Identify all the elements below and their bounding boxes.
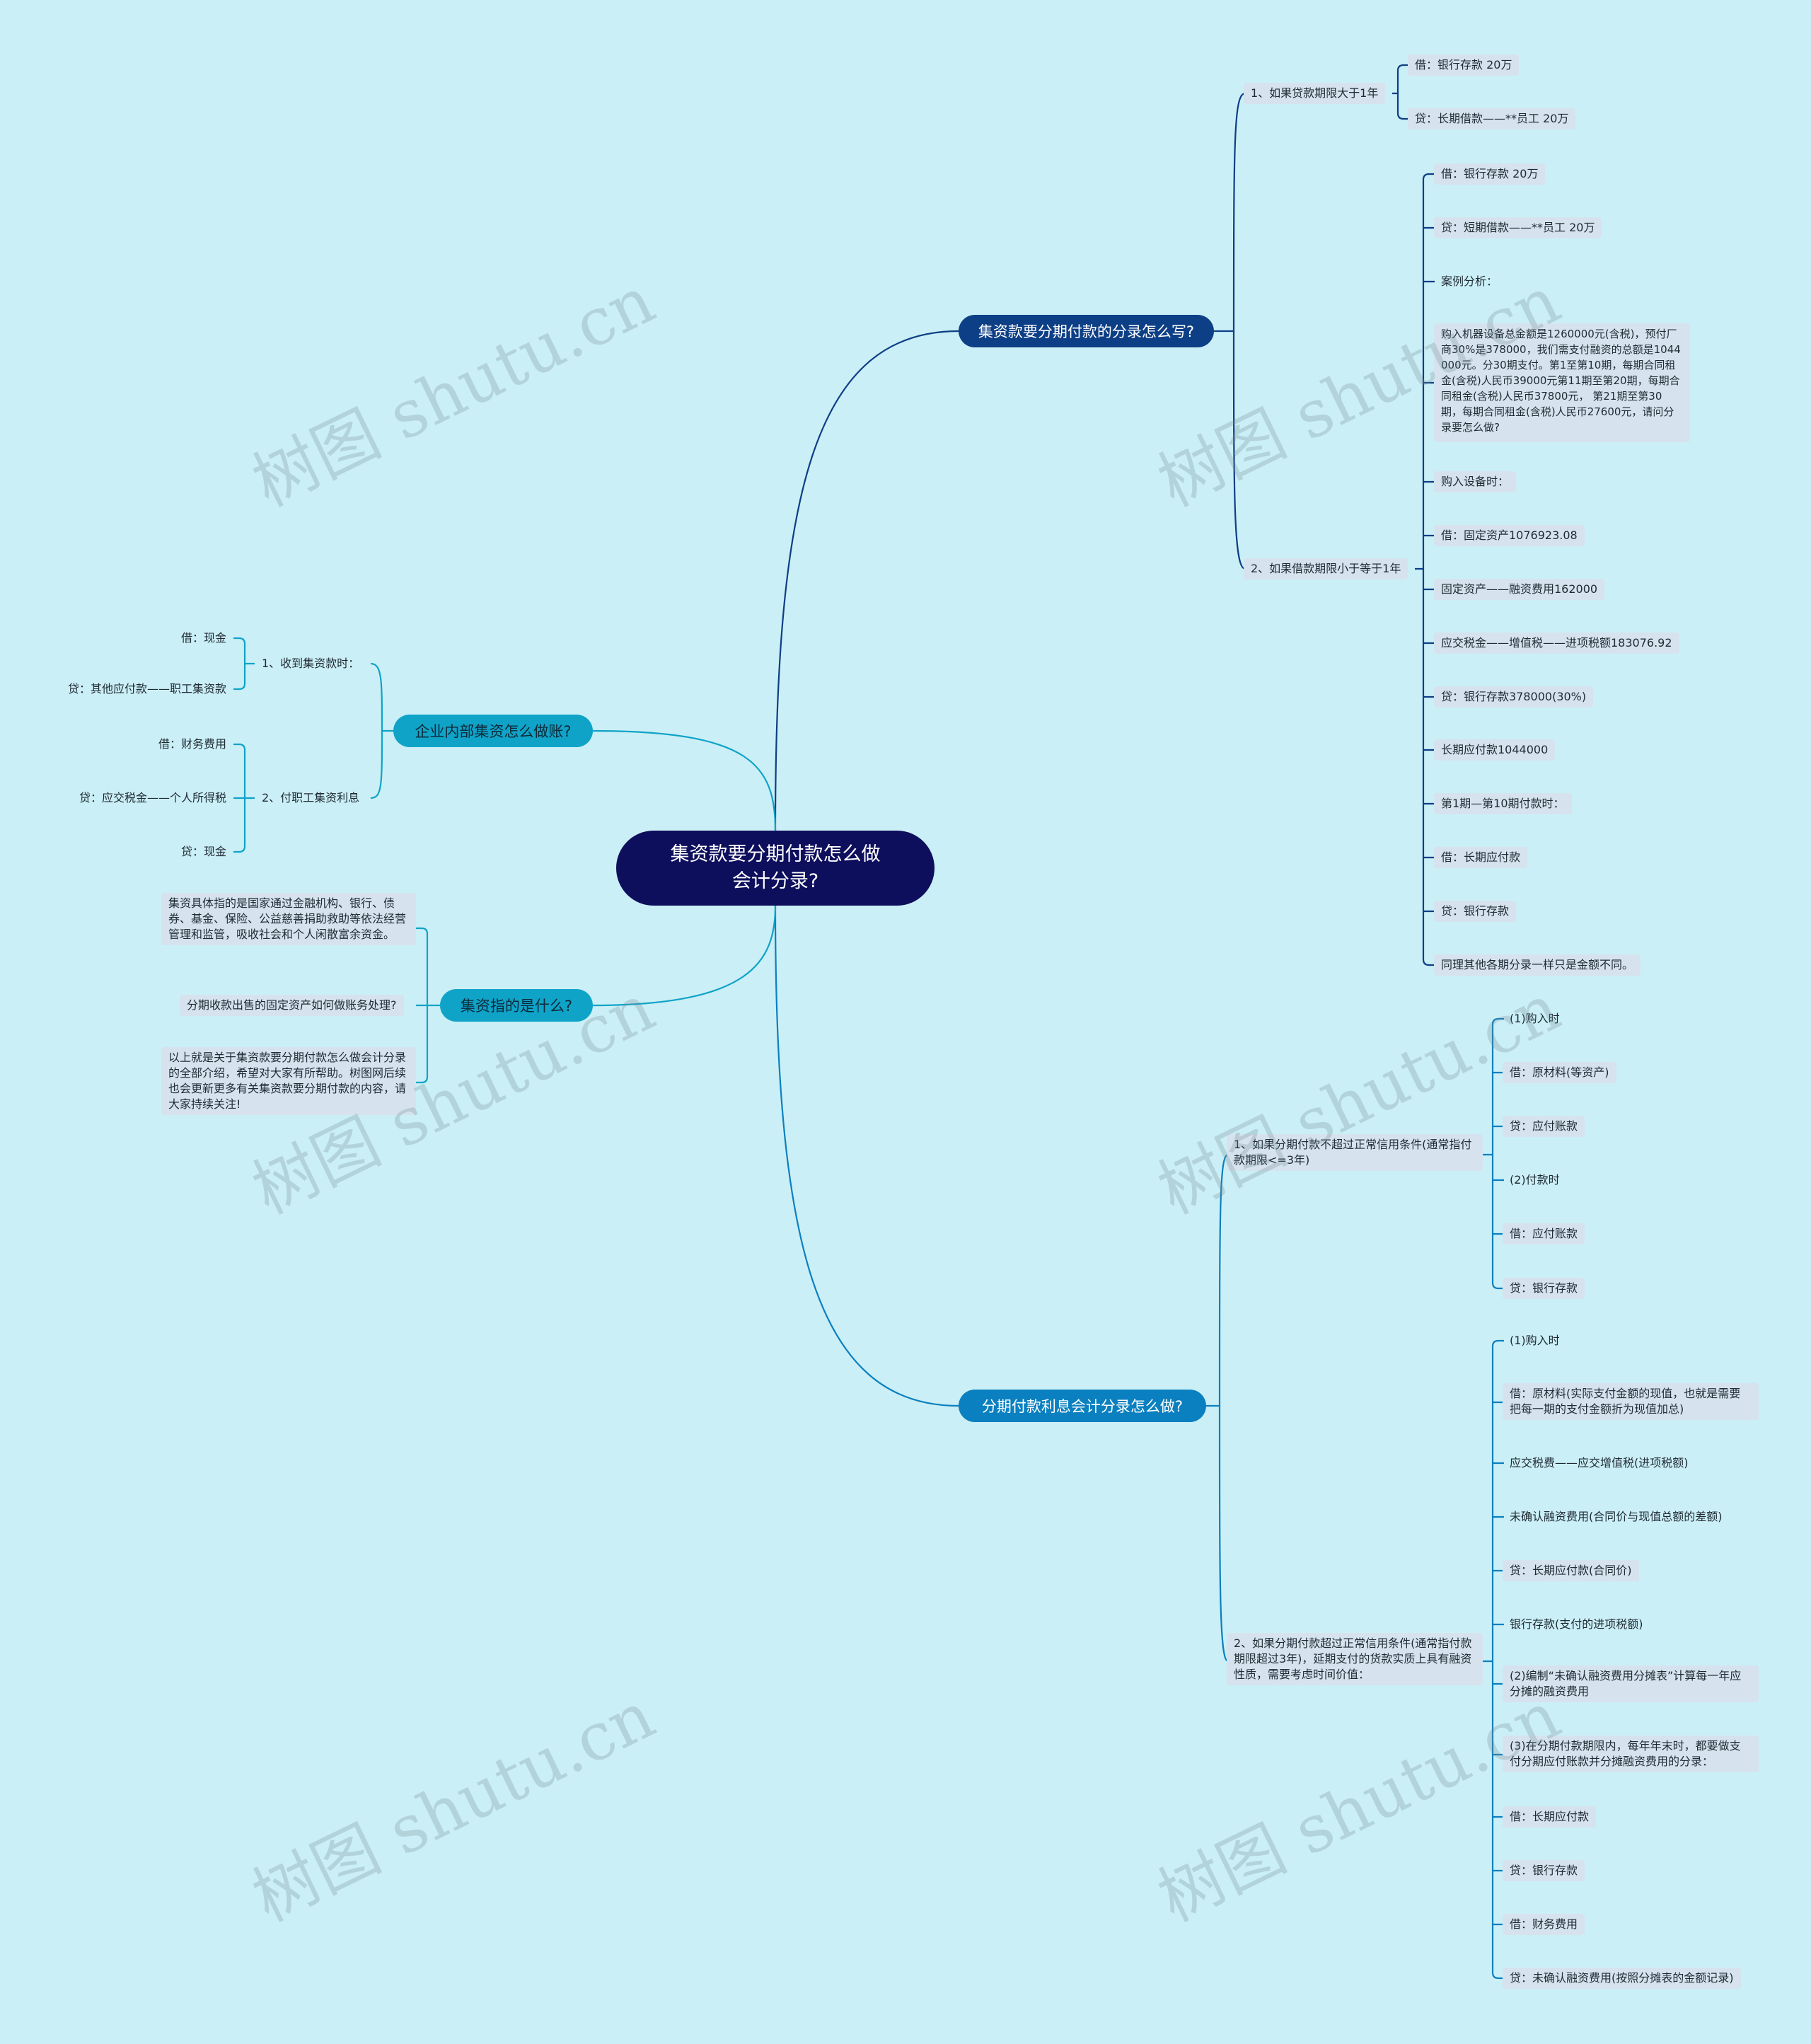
b2-sub2-leaf-8[interactable]: (3)在分期付款期限内，每年年末时，都要做支付分期应付账款并分摊融资费用的分录： (1503, 1736, 1759, 1772)
branch-installment-interest[interactable]: 分期付款利息会计分录怎么做? (959, 1390, 1206, 1422)
b1-sub2-leaf-12[interactable]: 借：长期应付款 (1434, 847, 1528, 868)
b1-sub-within-1-year[interactable]: 2、如果借款期限小于等于1年 (1244, 558, 1408, 579)
b2-sub2-leaf-10[interactable]: 贷：银行存款 (1503, 1860, 1585, 1881)
b2-sub1-leaf-3[interactable]: 贷：应付账款 (1503, 1116, 1585, 1137)
root-topic-line1: 集资款要分期付款怎么做 (670, 843, 881, 865)
b2-sub1-leaf-2[interactable]: 借：原材料(等资产) (1503, 1062, 1616, 1083)
b2-sub2-leaf-9[interactable]: 借：长期应付款 (1503, 1806, 1597, 1828)
b1-sub-over-1-year[interactable]: 1、如果贷款期限大于1年 (1244, 83, 1386, 104)
b2-sub1-leaf-1[interactable]: (1)购入时 (1510, 1012, 1560, 1025)
root-topic-line2: 会计分录? (731, 870, 819, 892)
b3-sub1-leaf-1[interactable]: 借：现金 (180, 631, 226, 645)
b1-sub2-leaf-10[interactable]: 长期应付款1044000 (1434, 739, 1556, 761)
b1-sub2-leaf-9[interactable]: 贷：银行存款378000(30%) (1434, 686, 1594, 708)
b2-sub2-leaf-3[interactable]: 应交税费——应交增值税(进项税额) (1510, 1456, 1689, 1470)
b2-sub1-leaf-5[interactable]: 借：应付账款 (1503, 1223, 1585, 1245)
b3-sub2-leaf-2[interactable]: 贷：应交税金——个人所得税 (79, 791, 226, 804)
branch-installment-entries[interactable]: 集资款要分期付款的分录怎么写? (959, 315, 1214, 347)
b2-sub1-leaf-6[interactable]: 贷：银行存款 (1503, 1278, 1585, 1299)
b1-sub2-leaf-11[interactable]: 第1期—第10期付款时： (1434, 793, 1572, 814)
b4-definition[interactable]: 集资具体指的是国家通过金融机构、银行、债券、基金、保险、公益慈善捐助救助等依法经… (161, 893, 416, 945)
b1-sub2-leaf-5[interactable]: 购入设备时： (1434, 471, 1517, 492)
b2-sub2-leaf-11[interactable]: 借：财务费用 (1503, 1914, 1585, 1935)
b3-sub2-leaf-1[interactable]: 借：财务费用 (158, 737, 226, 751)
root-topic[interactable]: 集资款要分期付款怎么做 会计分录? (616, 831, 935, 906)
b2-sub2-leaf-4[interactable]: 未确认融资费用(合同价与现值总额的差额) (1510, 1510, 1723, 1523)
b1-sub1-leaf-1[interactable]: 借：银行存款 20万 (1408, 54, 1520, 76)
b1-sub2-leaf-3[interactable]: 案例分析： (1441, 275, 1498, 288)
b3-sub1-leaf-2[interactable]: 贷：其他应付款——职工集资款 (67, 682, 226, 695)
b1-sub1-leaf-2[interactable]: 贷：长期借款——**员工 20万 (1408, 108, 1576, 129)
b2-sub-within-credit[interactable]: 1、如果分期付款不超过正常信用条件(通常指付款期限<=3年) (1227, 1134, 1483, 1171)
b2-sub2-leaf-7[interactable]: (2)编制“未确认融资费用分摊表”计算每一年应分摊的融资费用 (1503, 1665, 1759, 1702)
b1-sub2-leaf-1[interactable]: 借：银行存款 20万 (1434, 163, 1546, 185)
branch-internal-fundraising[interactable]: 企业内部集资怎么做账? (393, 715, 593, 747)
b1-sub2-leaf-2[interactable]: 贷：短期借款——**员工 20万 (1434, 217, 1602, 238)
b2-sub2-leaf-1[interactable]: (1)购入时 (1510, 1334, 1560, 1347)
branch-what-is-fundraising[interactable]: 集资指的是什么? (440, 989, 593, 1022)
b3-sub2-leaf-3[interactable]: 贷：现金 (180, 845, 226, 858)
b1-sub2-leaf-13[interactable]: 贷：银行存款 (1434, 901, 1517, 922)
b1-sub2-leaf-14[interactable]: 同理其他各期分录一样只是金额不同。 (1434, 954, 1641, 976)
b1-sub2-case-analysis[interactable]: 购入机器设备总金额是1260000元(含税)，预付厂商30%是378000，我们… (1434, 323, 1690, 442)
b2-sub2-leaf-5[interactable]: 贷：长期应付款(合同价) (1503, 1560, 1639, 1581)
b3-sub-receive-funds[interactable]: 1、收到集资款时： (262, 657, 360, 670)
b2-sub2-leaf-12[interactable]: 贷：未确认融资费用(按照分摊表的金额记录) (1503, 1968, 1741, 1989)
b2-sub2-leaf-2[interactable]: 借：原材料(实际支付金额的现值，也就是需要把每一期的支付金额折为现值加总) (1503, 1383, 1759, 1420)
b4-related-question[interactable]: 分期收款出售的固定资产如何做账务处理? (180, 995, 404, 1016)
b2-sub1-leaf-4[interactable]: (2)付款时 (1510, 1173, 1560, 1186)
b1-sub2-leaf-7[interactable]: 固定资产——融资费用162000 (1434, 579, 1605, 600)
b4-closing-note[interactable]: 以上就是关于集资款要分期付款怎么做会计分录的全部介绍，希望对大家有所帮助。树图网… (161, 1047, 416, 1115)
b3-sub-pay-interest[interactable]: 2、付职工集资利息 (262, 791, 360, 804)
b1-sub2-leaf-6[interactable]: 借：固定资产1076923.08 (1434, 525, 1585, 546)
b1-sub2-leaf-8[interactable]: 应交税金——增值税——进项税额183076.92 (1434, 633, 1679, 654)
b2-sub-beyond-credit[interactable]: 2、如果分期付款超过正常信用条件(通常指付款期限超过3年)，延期支付的货款实质上… (1227, 1633, 1483, 1685)
b2-sub2-leaf-6[interactable]: 银行存款(支付的进项税额) (1510, 1617, 1643, 1631)
